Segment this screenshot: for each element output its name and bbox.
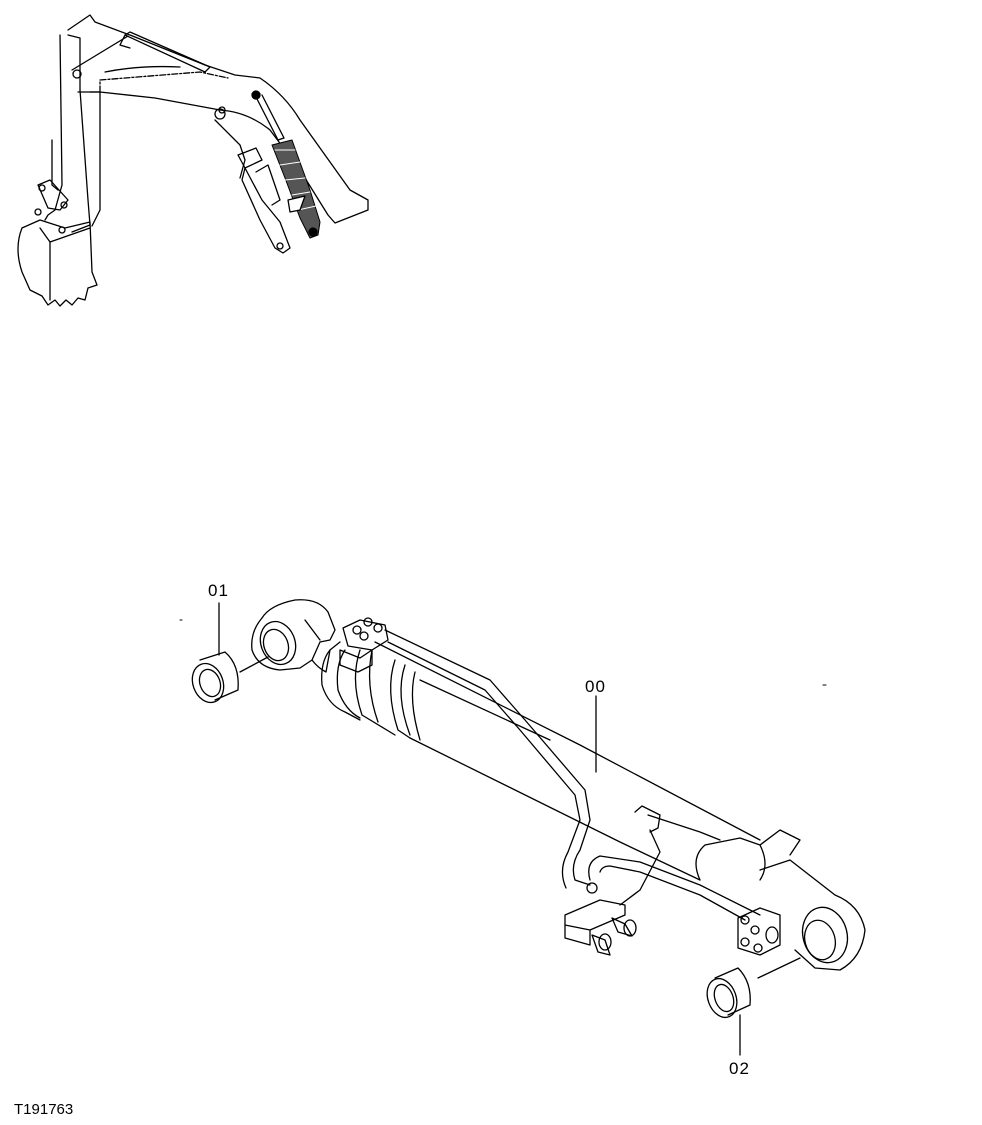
highlighted-arm-cylinder — [251, 90, 321, 239]
callout-label-01: 01 — [208, 581, 229, 600]
callout-label-00: 00 — [585, 677, 606, 696]
figure-id: T191763 — [14, 1101, 74, 1118]
excavator-overview-illustration — [17, 14, 369, 307]
callout-label-02: 02 — [729, 1059, 750, 1078]
bushing-01 — [191, 651, 269, 704]
cylinder-assembly-illustration — [191, 599, 866, 1019]
bushing-02 — [706, 957, 801, 1019]
